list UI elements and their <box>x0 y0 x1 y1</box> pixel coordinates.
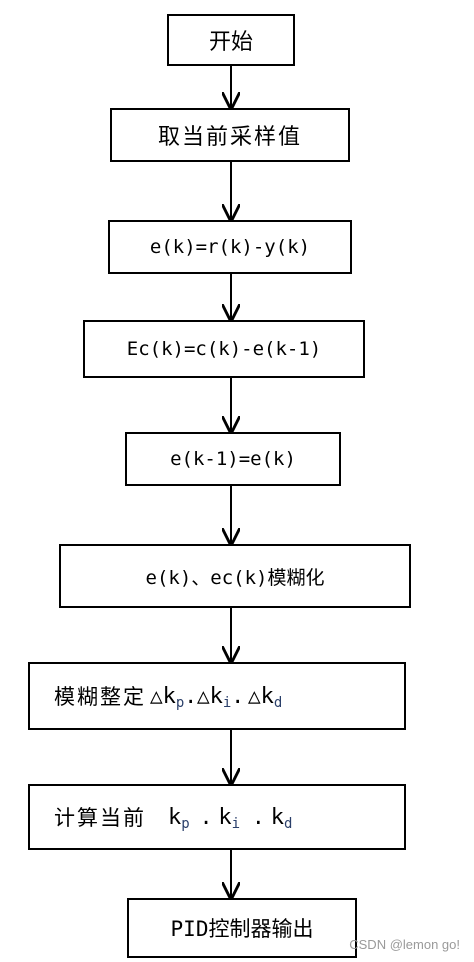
fuzzify-node: e(k)、ec(k)模糊化 <box>59 544 411 608</box>
fuzzy-tune-node: 模糊整定 △ k p . △ k i . △ k d <box>28 662 406 730</box>
error-node: e(k)=r(k)-y(k) <box>108 220 352 274</box>
compute-prefix: 计算当前 <box>54 806 146 830</box>
output-label: PID控制器输出 <box>170 917 314 941</box>
compute-kp-k: k <box>168 804 182 830</box>
compute-kd-subscript: d <box>283 816 293 832</box>
error-update-node: e(k-1)=e(k) <box>125 432 341 486</box>
fuzzify-label: e(k)、ec(k)模糊化 <box>145 566 325 589</box>
separator-1: . <box>184 684 197 708</box>
start-label: 开始 <box>208 30 253 55</box>
kp-subscript: p <box>175 695 185 711</box>
compute-separator-2: . <box>252 805 265 829</box>
error-change-label: Ec(k)=c(k)-e(k-1) <box>126 338 322 360</box>
fuzzy-tune-prefix: 模糊整定 <box>54 685 146 709</box>
kd-subscript: d <box>273 695 283 711</box>
compute-kp-subscript: p <box>181 816 190 832</box>
start-node: 开始 <box>167 14 295 66</box>
error-label: e(k)=r(k)-y(k) <box>149 236 311 258</box>
compute-ki-subscript: i <box>231 816 241 832</box>
error-update-label: e(k-1)=e(k) <box>170 448 296 470</box>
separator-2: . <box>231 684 244 708</box>
sample-node: 取当前采样值 <box>110 108 350 162</box>
kp-k: k <box>162 683 176 709</box>
watermark: CSDN @lemon go! <box>349 937 460 952</box>
output-node: PID控制器输出 <box>127 898 357 958</box>
delta-symbol-d: △ <box>248 684 261 708</box>
ki-subscript: i <box>222 695 232 711</box>
ki-k: k <box>209 683 223 709</box>
compute-separator-1: . <box>199 805 213 829</box>
compute-kd-k: k <box>270 804 284 830</box>
delta-symbol-p: △ <box>150 684 163 708</box>
delta-symbol-i: △ <box>197 684 210 708</box>
compute-ki-k: k <box>218 804 232 830</box>
sample-label: 取当前采样值 <box>157 125 302 150</box>
compute-node: 计算当前 k p . k i . k d <box>28 784 406 850</box>
kd-k: k <box>260 683 274 709</box>
error-change-node: Ec(k)=c(k)-e(k-1) <box>83 320 365 378</box>
